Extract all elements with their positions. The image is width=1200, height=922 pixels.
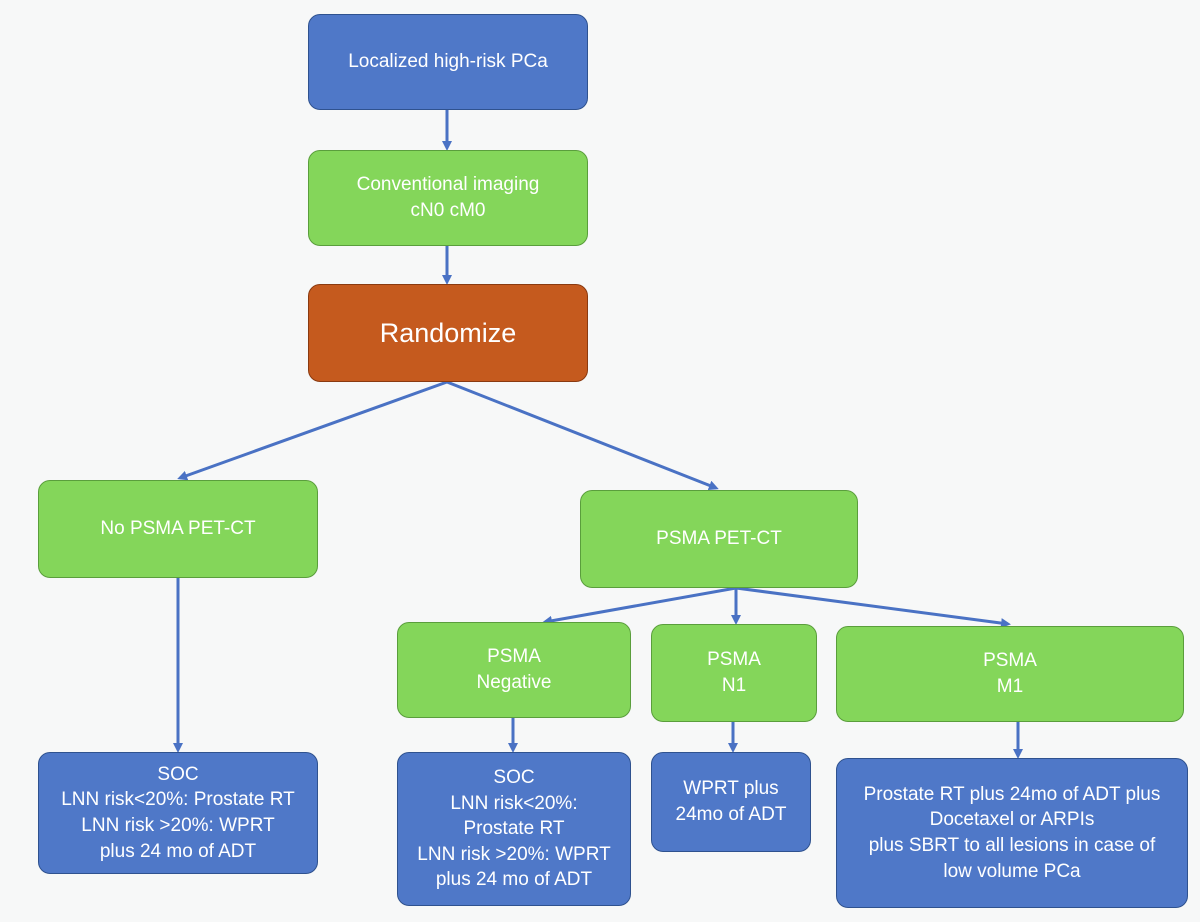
arrow-randomize-to-no-psma xyxy=(177,380,448,481)
node-psma-m1: PSMA M1 xyxy=(836,626,1184,722)
node-soc-left: SOC LNN risk<20%: Prostate RT LNN risk >… xyxy=(38,752,318,874)
node-m1-treatment: Prostate RT plus 24mo of ADT plus Doceta… xyxy=(836,758,1188,908)
node-localized-high-risk-pca: Localized high-risk PCa xyxy=(308,14,588,110)
node-m1-treatment-label: Prostate RT plus 24mo of ADT plus Doceta… xyxy=(863,783,1161,882)
node-soc-middle-label: SOC LNN risk<20%: Prostate RT LNN risk >… xyxy=(417,766,611,891)
node-psma-n1-label: PSMA N1 xyxy=(707,649,761,696)
node-soc-left-label: SOC LNN risk<20%: Prostate RT LNN risk >… xyxy=(61,763,295,862)
node-psma-pet-ct-label: PSMA PET-CT xyxy=(656,528,782,550)
node-no-psma-pet-ct-label: No PSMA PET-CT xyxy=(100,518,256,540)
node-psma-negative: PSMA Negative xyxy=(397,622,631,718)
node-psma-pet-ct: PSMA PET-CT xyxy=(580,490,858,588)
node-soc-middle: SOC LNN risk<20%: Prostate RT LNN risk >… xyxy=(397,752,631,906)
node-psma-n1: PSMA N1 xyxy=(651,624,817,722)
arrow-randomize-to-psma xyxy=(446,380,719,491)
node-no-psma-pet-ct: No PSMA PET-CT xyxy=(38,480,318,578)
node-randomize-label: Randomize xyxy=(379,317,517,348)
node-wprt-plus-adt: WPRT plus 24mo of ADT xyxy=(651,752,811,852)
node-conventional-imaging: Conventional imaging cN0 cM0 xyxy=(308,150,588,246)
node-localized-high-risk-pca-label: Localized high-risk PCa xyxy=(348,51,548,73)
arrow-psma-to-negative xyxy=(542,586,737,626)
node-psma-m1-label: PSMA M1 xyxy=(983,650,1037,697)
node-randomize: Randomize xyxy=(308,284,588,382)
node-psma-negative-label: PSMA Negative xyxy=(476,646,552,693)
node-wprt-plus-adt-label: WPRT plus 24mo of ADT xyxy=(675,778,787,825)
node-conventional-imaging-label: Conventional imaging cN0 cM0 xyxy=(356,174,540,221)
arrow-psma-to-m1 xyxy=(735,586,1011,629)
